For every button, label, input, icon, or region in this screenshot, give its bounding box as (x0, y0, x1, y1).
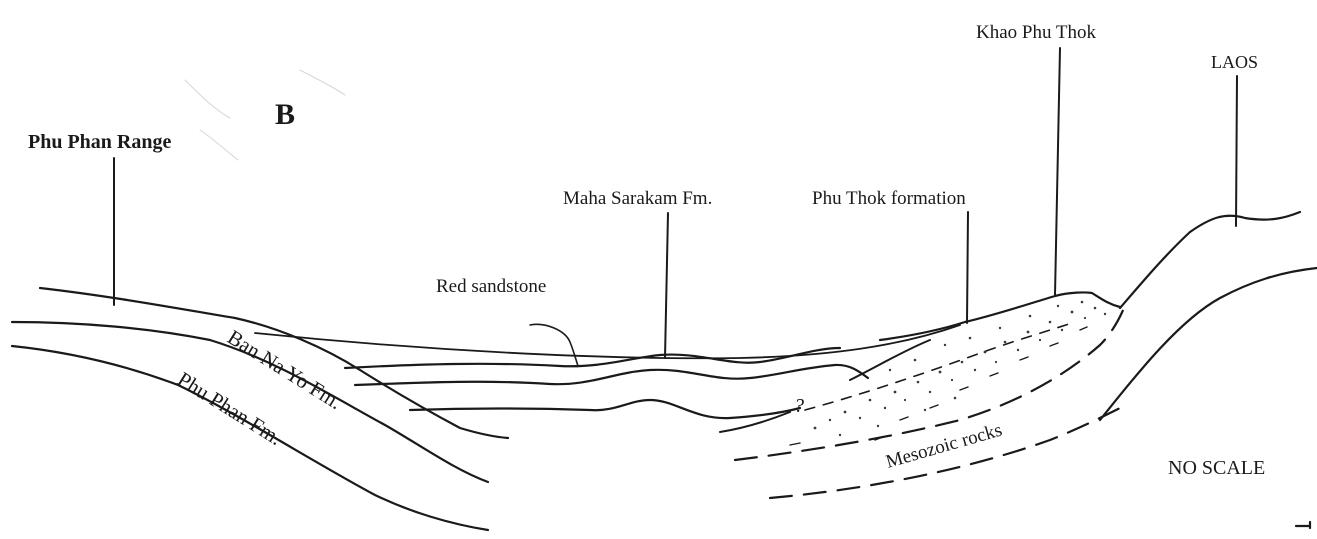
basin-ground-surface (255, 325, 960, 358)
eastern-basement-line (1100, 268, 1317, 420)
label-red-sandstone: Red sandstone (436, 276, 546, 297)
label-mesozoic-rocks: Mesozoic rocks (884, 420, 1005, 473)
phu-thok-formation-leader (967, 212, 968, 323)
label-phu-phan-fm: Phu Phan Fm. (173, 367, 286, 450)
phu-thok-stipple (814, 301, 1107, 436)
question-mark: ? (794, 395, 804, 417)
label-phu-thok-formation: Phu Thok formation (812, 188, 966, 209)
panel-letter: B (275, 98, 295, 131)
corner-tick-mark (1296, 522, 1310, 528)
khao-phu-thok-leader (1055, 48, 1060, 295)
scan-smudge (185, 70, 345, 160)
laos-leader (1236, 76, 1237, 226)
maha-sarakam-layer-middle (355, 365, 868, 385)
label-khao-phu-thok: Khao Phu Thok (976, 22, 1096, 43)
phu-phan-fm-base-line (12, 346, 488, 530)
label-no-scale: NO SCALE (1168, 457, 1265, 479)
label-laos: LAOS (1211, 52, 1258, 72)
maha-sarakam-layer-base (410, 400, 800, 418)
label-phu-phan-range: Phu Phan Range (28, 131, 171, 153)
label-maha-sarakam: Maha Sarakam Fm. (563, 188, 712, 209)
maha-sarakam-leader (665, 213, 668, 358)
phu-thok-formation-surface (880, 292, 1120, 340)
laos-upland-surface (1120, 212, 1300, 308)
phu-thok-formation-base (850, 340, 930, 380)
red-sandstone-leader (530, 324, 578, 366)
